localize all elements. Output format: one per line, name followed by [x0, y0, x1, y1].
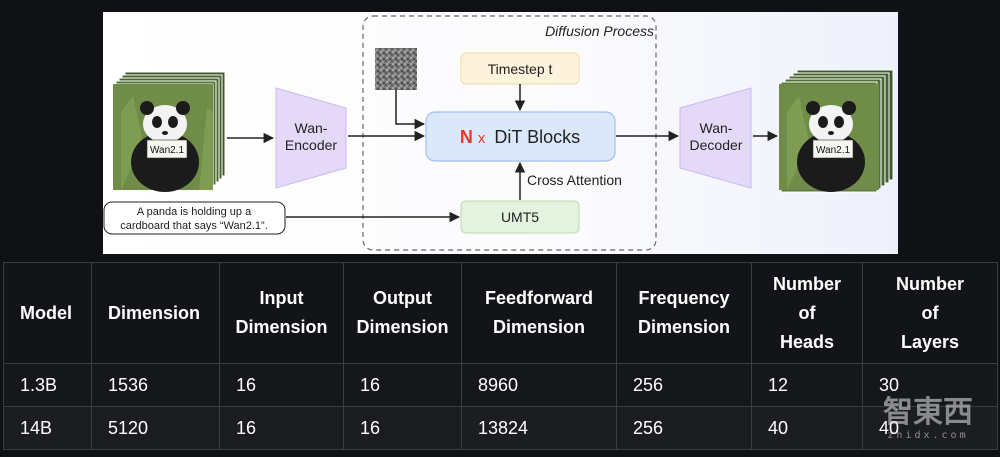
card-text-right: Wan2.1 [816, 145, 851, 156]
timestep-label: Timestep t [488, 61, 553, 77]
panda-image-right: Wan2.1 [779, 84, 879, 192]
prompt-line1: A panda is holding up a [137, 206, 252, 218]
dit-blocks-label: DiT Blocks [494, 127, 580, 147]
diffusion-region [362, 15, 657, 251]
cell-feedforward-dimension: 8960 [461, 363, 617, 407]
dit-x-label: x [478, 130, 486, 147]
wan-decoder-shape [679, 87, 752, 189]
header-dimension: Dimension [91, 262, 220, 364]
umt5-label: UMT5 [501, 209, 539, 225]
cell-number-of-layers: 40 [862, 406, 998, 450]
dit-blocks-box [425, 111, 616, 162]
cell-number-of-layers: 30 [862, 363, 998, 407]
input-video-frames: Wan2.1 [112, 71, 226, 192]
diffusion-process-label: Diffusion Process [545, 23, 654, 39]
cell-frequency-dimension: 256 [616, 406, 752, 450]
wan-encoder-label-line1: Wan- [295, 120, 328, 136]
table-row: 1.3B 1536 16 16 8960 256 12 30 [3, 363, 998, 407]
wan-encoder-shape [275, 87, 347, 189]
cross-attention-label: Cross Attention [527, 172, 622, 188]
card-text-left: Wan2.1 [150, 145, 185, 156]
dit-n-label: N [460, 127, 473, 147]
panda-image-left: Wan2.1 [113, 84, 213, 192]
cell-output-dimension: 16 [343, 406, 462, 450]
cell-input-dimension: 16 [219, 363, 344, 407]
prompt-box [103, 201, 286, 235]
cell-number-of-heads: 12 [751, 363, 863, 407]
cell-feedforward-dimension: 13824 [461, 406, 617, 450]
cell-frequency-dimension: 256 [616, 363, 752, 407]
noise-image [375, 48, 417, 90]
output-video-frames: Wan2.1 [779, 69, 894, 193]
table-row: 14B 5120 16 16 13824 256 40 40 [3, 406, 998, 450]
cell-output-dimension: 16 [343, 363, 462, 407]
cell-dimension: 1536 [91, 363, 220, 407]
prompt-line2: cardboard that says “Wan2.1”. [120, 220, 268, 232]
cell-input-dimension: 16 [219, 406, 344, 450]
dit-blocks-text: N x DiT Blocks [460, 127, 580, 147]
wan-encoder-label-line2: Encoder [285, 137, 337, 153]
cell-model: 14B [3, 406, 92, 450]
cell-number-of-heads: 40 [751, 406, 863, 450]
cell-dimension: 5120 [91, 406, 220, 450]
wan-decoder-label-line1: Wan- [700, 120, 733, 136]
umt5-box [460, 200, 580, 234]
architecture-diagram: Diffusion Process Wan2.1 [103, 12, 898, 254]
wan-decoder-label-line2: Decoder [690, 137, 743, 153]
arrow-noise-to-dit [395, 90, 426, 130]
header-model: Model [3, 262, 92, 364]
cell-model: 1.3B [3, 363, 92, 407]
diagram-svg: Diffusion Process Wan2.1 [103, 15, 894, 251]
